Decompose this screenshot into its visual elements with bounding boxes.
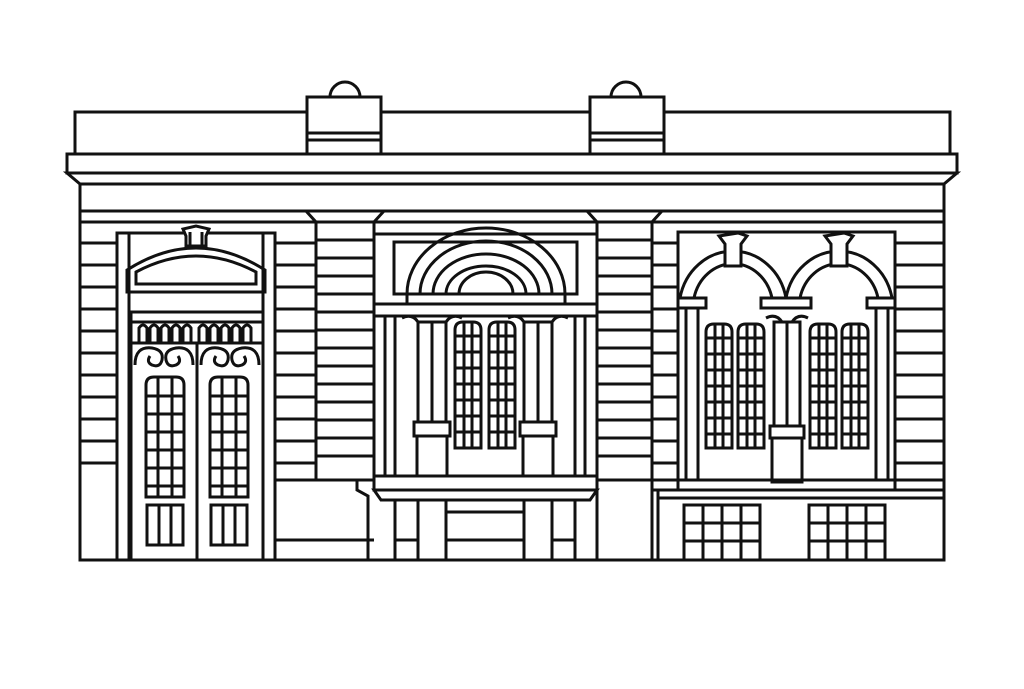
balcony-window-left [453,320,483,450]
balcony-window-bay [372,226,599,482]
door-transom [125,224,267,294]
siding-left [80,241,316,465]
door-panels [145,503,249,547]
balcony-slab [371,474,600,562]
door-window-right [208,375,250,499]
arched-window-2 [736,322,766,450]
lower-wall-left [275,478,374,560]
basement-window-right [807,503,887,562]
siding-right [652,241,944,465]
arched-window-4 [840,322,870,450]
arched-window-1 [704,322,734,450]
lower-wall-right [652,478,944,560]
pilaster-lower [595,480,654,560]
parapet [73,110,952,156]
column-middle-left [401,314,463,482]
roof-finial-right [588,80,666,156]
column-middle-edges [383,314,587,482]
roof-finial-left [305,80,383,156]
basement-window-left [682,503,762,562]
arched-window-3 [808,322,838,450]
cornice [62,152,962,213]
column-middle-right [507,314,569,482]
balcony-window-right [487,320,517,450]
double-door [129,310,265,562]
column-right-center [765,314,809,484]
pilaster-left [302,209,388,482]
door-window-left [144,375,186,499]
